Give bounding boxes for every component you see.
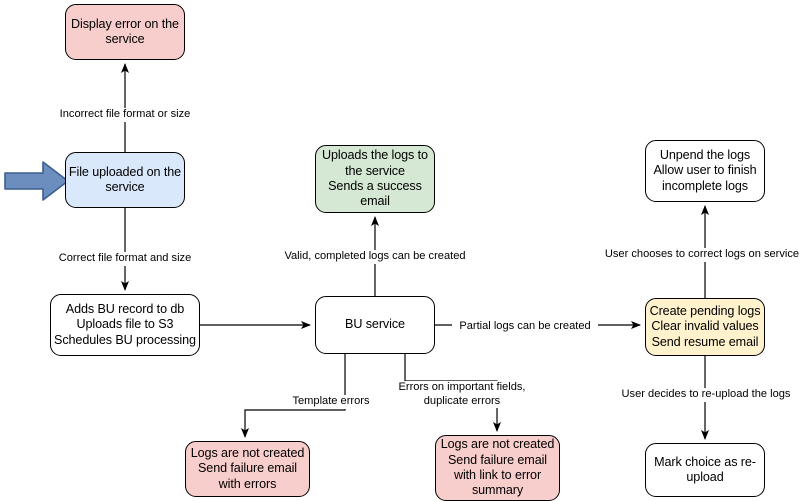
node-mark-choice-as-re-upload[interactable]: Mark choice as re- upload <box>645 443 765 497</box>
node-logs-not-created-with-errors[interactable]: Logs are not created Send failure email … <box>185 441 310 497</box>
edge-label-user-decides-to-re-upload-the-logs: User decides to re-upload the logs <box>612 388 800 402</box>
node-unpend-the-logs[interactable]: Unpend the logs Allow user to finish inc… <box>645 140 765 202</box>
edge-label-partial-logs-can-be-created: Partial logs can be created <box>452 320 598 334</box>
node-display-error[interactable]: Display error on the service <box>65 4 185 60</box>
node-file-uploaded-on-the-service[interactable]: File uploaded on the service <box>65 152 185 208</box>
node-adds-bu-record-to-db[interactable]: Adds BU record to db Uploads file to S3 … <box>50 294 200 356</box>
node-uploads-the-logs-to-the-service[interactable]: Uploads the logs to the service Sends a … <box>315 145 435 213</box>
edge-label-user-chooses-to-correct-logs-on-service: User chooses to correct logs on service <box>602 248 801 262</box>
start-arrow-icon <box>4 161 69 201</box>
edge-label-valid-completed-logs-can-be-created: Valid, completed logs can be created <box>272 250 478 264</box>
edge-label-correct-file-format-and-size: Correct file format and size <box>48 252 202 266</box>
node-create-pending-logs[interactable]: Create pending logs Clear invalid values… <box>645 298 765 356</box>
node-bu-service[interactable]: BU service <box>315 296 435 354</box>
edge-label-errors-on-important-fields: Errors on important fields, duplicate er… <box>392 381 532 408</box>
node-logs-not-created-with-link-to-error-summary[interactable]: Logs are not created Send failure email … <box>435 435 560 501</box>
edge-label-template-errors: Template errors <box>287 395 375 409</box>
edge-label-incorrect-file-format-or-size: Incorrect file format or size <box>48 108 202 122</box>
